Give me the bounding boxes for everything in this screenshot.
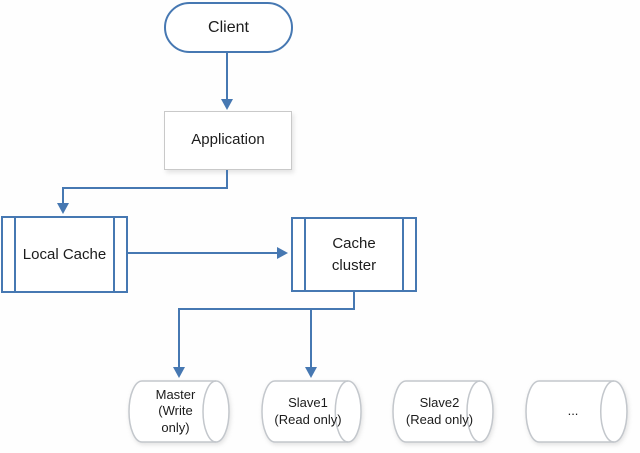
connector-cluster-slave1-v bbox=[310, 308, 312, 368]
slave1-db-label: Slave1 (Read only) bbox=[274, 395, 342, 427]
cylinder-shape bbox=[261, 380, 362, 443]
cache-cluster-node: Cache cluster bbox=[291, 217, 417, 292]
client-node: Client bbox=[164, 2, 293, 53]
more-db-cylinder: ... bbox=[525, 380, 629, 443]
local-cache-inner-line-right bbox=[113, 218, 115, 291]
connector-cluster-split-h bbox=[178, 308, 355, 310]
cylinder-shape bbox=[128, 380, 230, 443]
connector-cluster-down bbox=[353, 292, 355, 310]
arrowhead-into-application bbox=[221, 99, 233, 110]
cylinder-shape bbox=[392, 380, 494, 443]
slave2-db-cylinder: Slave2 (Read only) bbox=[392, 380, 495, 443]
connector-client-application bbox=[226, 53, 228, 101]
arrowhead-into-localcache bbox=[57, 203, 69, 214]
slave2-db-label: Slave2 (Read only) bbox=[405, 395, 474, 427]
arrowhead-into-master bbox=[173, 367, 185, 378]
local-cache-label: Local Cache bbox=[22, 245, 107, 263]
connector-application-localcache-v2 bbox=[62, 187, 64, 204]
cache-cluster-inner-line-left bbox=[304, 219, 306, 290]
more-db-label: ... bbox=[567, 403, 579, 419]
master-db-label: Master (Write only) bbox=[155, 387, 196, 435]
arrowhead-into-cluster bbox=[277, 247, 288, 259]
connector-cluster-master-v bbox=[178, 308, 180, 368]
local-cache-node: Local Cache bbox=[1, 216, 128, 293]
arrowhead-into-slave1 bbox=[305, 367, 317, 378]
cache-cluster-label: Cache cluster bbox=[331, 234, 377, 274]
slave1-db-cylinder: Slave1 (Read only) bbox=[261, 380, 363, 443]
connector-application-localcache-h bbox=[62, 187, 228, 189]
local-cache-inner-line-left bbox=[14, 218, 16, 291]
connector-localcache-cluster bbox=[128, 252, 278, 254]
application-node: Application bbox=[164, 111, 292, 170]
cache-cluster-inner-line-right bbox=[402, 219, 404, 290]
application-label: Application bbox=[191, 131, 265, 149]
master-db-cylinder: Master (Write only) bbox=[128, 380, 231, 443]
client-label: Client bbox=[208, 18, 249, 36]
cylinder-shape bbox=[525, 380, 628, 443]
connector-application-localcache-v1 bbox=[226, 170, 228, 189]
